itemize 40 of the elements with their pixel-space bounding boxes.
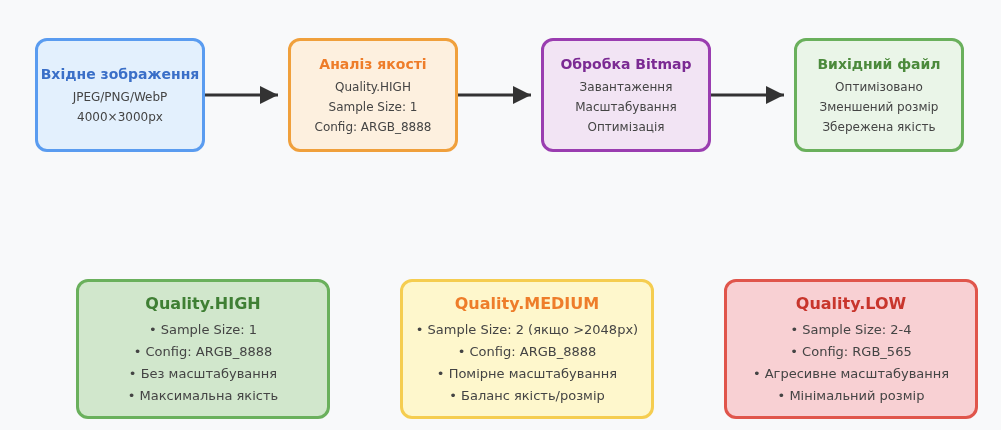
box-title: Вхідне зображення <box>40 65 200 84</box>
box-text: • Мінімальний розмір <box>777 387 925 405</box>
box-text: • Sample Size: 2 (якщо >2048px) <box>415 321 639 339</box>
process-box <box>794 38 964 152</box>
box-text: • Config: ARGB_8888 <box>133 343 273 361</box>
process-box <box>400 279 654 419</box>
box-text: Quality.HIGH <box>335 79 411 96</box>
box-text: • Максимальна якість <box>127 387 279 405</box>
box-text: • Sample Size: 1 <box>148 321 258 339</box>
box-text: Збережена якість <box>822 119 936 136</box>
box-text: 4000×3000px <box>77 109 163 126</box>
process-box <box>35 38 205 152</box>
process-box <box>724 279 978 419</box>
box-title: Quality.HIGH <box>145 293 261 315</box>
box-text: Оптимізовано <box>835 79 923 96</box>
box-text: • Без масштабування <box>128 365 278 383</box>
box-text: • Sample Size: 2-4 <box>790 321 912 339</box>
box-title: Обробка Bitmap <box>560 55 692 74</box>
process-box <box>76 279 330 419</box>
box-title: Аналіз якості <box>319 55 427 74</box>
box-text: Масштабування <box>575 99 677 116</box>
box-text: • Агресивне масштабування <box>752 365 950 383</box>
box-text: • Помірне масштабування <box>436 365 618 383</box>
box-text: JPEG/PNG/WebP <box>72 89 168 106</box>
arrow <box>458 86 531 104</box>
box-text: Зменшений розмір <box>819 99 939 116</box>
box-text: Оптимізація <box>587 119 665 136</box>
process-box <box>288 38 458 152</box>
box-text: Sample Size: 1 <box>328 99 418 116</box>
box-text: • Баланс якість/розмір <box>449 387 605 405</box>
box-title: Quality.LOW <box>795 293 907 315</box>
process-box <box>541 38 711 152</box>
arrow <box>711 86 784 104</box>
box-text: Завантаження <box>579 79 673 96</box>
box-title: Quality.MEDIUM <box>454 293 600 315</box>
box-title: Вихідний файл <box>817 55 941 74</box>
arrow <box>205 86 278 104</box>
box-text: • Config: RGB_565 <box>790 343 912 361</box>
box-text: • Config: ARGB_8888 <box>457 343 597 361</box>
box-text: Config: ARGB_8888 <box>314 119 432 136</box>
